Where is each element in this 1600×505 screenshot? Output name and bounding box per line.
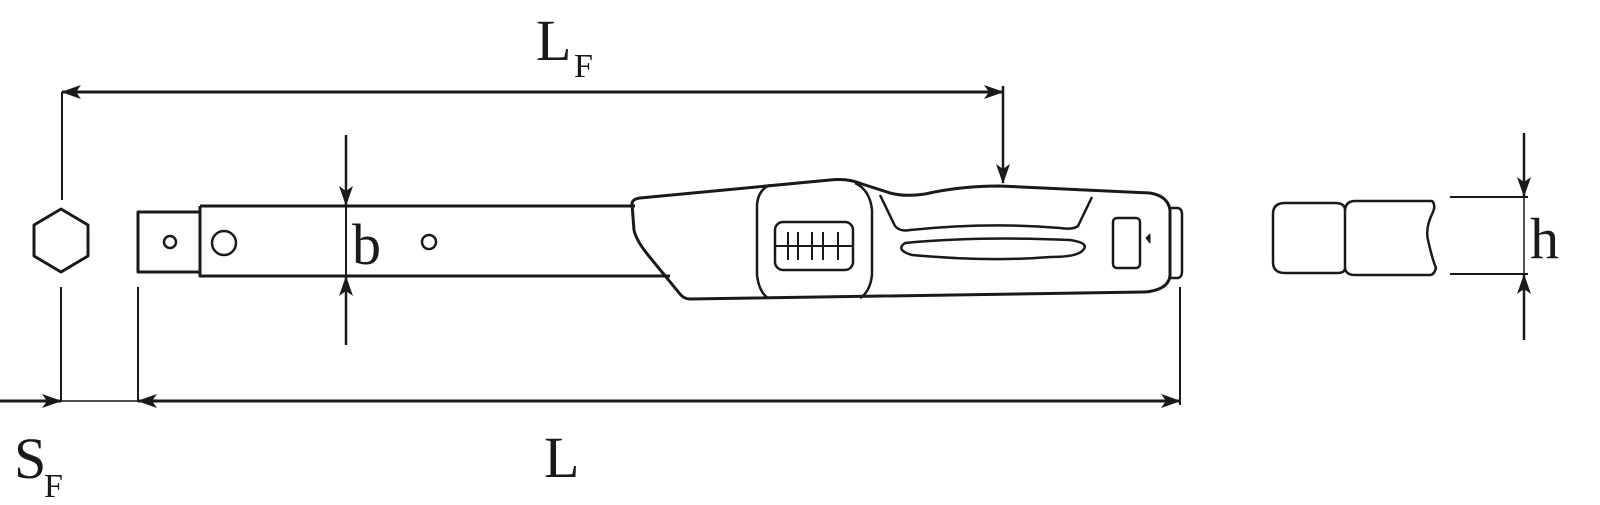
hexagon-drive-icon	[32, 207, 90, 402]
svg-text:L: L	[536, 8, 571, 73]
svg-text:S: S	[14, 426, 46, 491]
wrench-head	[198, 204, 670, 278]
svg-text:F: F	[574, 48, 593, 85]
label-lf: L F	[536, 8, 593, 85]
svg-text:L: L	[544, 425, 579, 490]
lock-button	[1111, 216, 1151, 270]
handle-grip	[630, 178, 1184, 405]
label-b: b	[352, 212, 381, 277]
svg-text:h: h	[1530, 206, 1559, 271]
svg-text:F: F	[44, 468, 63, 505]
scale-window	[773, 220, 855, 272]
lf-dimension-line	[61, 85, 1010, 200]
square-drive	[136, 210, 202, 402]
label-sf: S F	[14, 426, 63, 505]
side-view-profile	[1271, 133, 1531, 340]
svg-text:b: b	[352, 212, 381, 277]
label-l: L	[544, 425, 579, 490]
label-h: h	[1530, 206, 1559, 271]
